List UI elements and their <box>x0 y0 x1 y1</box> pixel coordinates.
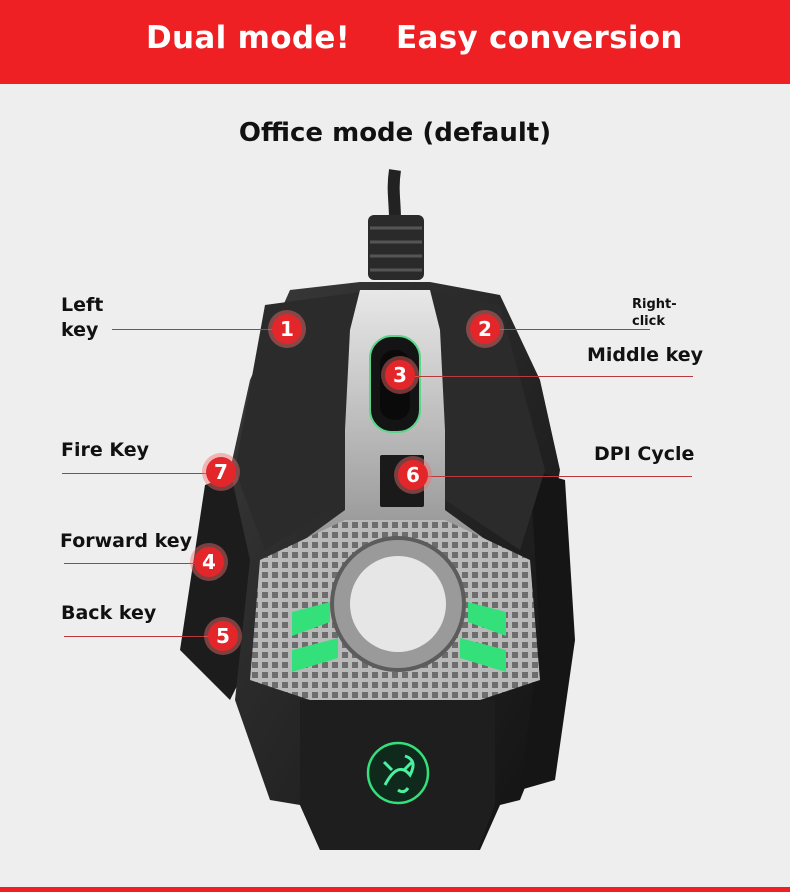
label-fire-key: Fire Key <box>61 439 150 461</box>
right-button-panel <box>430 292 545 550</box>
badge-1[interactable]: 1 <box>272 314 302 344</box>
badge-5[interactable]: 5 <box>208 621 238 651</box>
label-middle-key: Middle key <box>587 344 704 366</box>
label-forward-key: Forward key <box>60 530 192 552</box>
gaming-mouse-image <box>180 169 575 850</box>
top-banner: Dual mode! Easy conversion <box>0 0 790 84</box>
badge-2[interactable]: 2 <box>470 314 500 344</box>
banner-right-text: Easy conversion <box>396 20 683 56</box>
badge-7[interactable]: 7 <box>206 457 236 487</box>
side-wing-left <box>180 470 260 700</box>
leader-fire-key <box>62 473 208 474</box>
bottom-rule <box>0 887 790 892</box>
leader-left-key <box>112 329 272 330</box>
left-button-panel <box>235 292 360 550</box>
label-left-key: Left key <box>61 294 104 341</box>
page-title: Office mode (default) <box>238 118 552 148</box>
rgb-light-strips <box>292 602 506 672</box>
cable <box>387 169 401 221</box>
cable-strain-relief <box>368 215 424 280</box>
leader-forward-key <box>64 563 194 564</box>
label-back-key: Back key <box>61 602 157 624</box>
label-right-click: Right- click <box>632 297 677 329</box>
scorpion-logo-icon <box>366 741 430 805</box>
leader-back-key <box>64 636 210 637</box>
badge-4[interactable]: 4 <box>194 547 224 577</box>
side-wing-right <box>520 470 575 790</box>
leader-right-click <box>500 329 650 330</box>
label-dpi-cycle: DPI Cycle <box>594 443 695 465</box>
badge-3[interactable]: 3 <box>385 360 415 390</box>
badge-6[interactable]: 6 <box>398 460 428 490</box>
banner-left-text: Dual mode! <box>146 20 351 56</box>
leader-middle-key <box>415 376 693 377</box>
leader-dpi-cycle <box>428 476 692 477</box>
